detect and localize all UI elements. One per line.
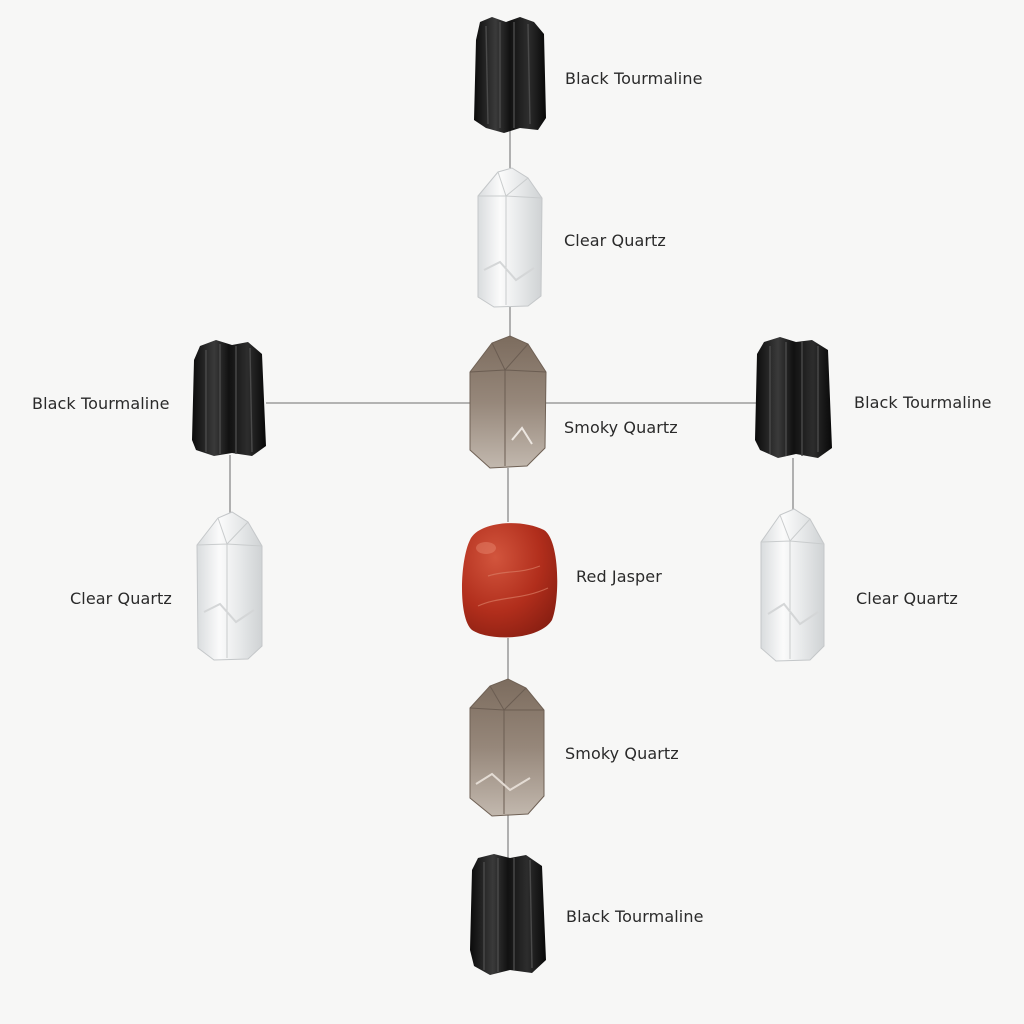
label-smoky-quartz-lower: Smoky Quartz: [565, 744, 679, 763]
black-tourmaline-bottom: [470, 854, 546, 975]
black-tourmaline-right: [755, 337, 832, 458]
red-jasper-center: [462, 523, 558, 638]
label-black-tourmaline-right: Black Tourmaline: [854, 393, 992, 412]
smoky-quartz-center: [469, 335, 547, 469]
label-black-tourmaline-bottom: Black Tourmaline: [566, 907, 704, 926]
black-tourmaline-left: [192, 340, 266, 456]
black-tourmaline-top: [474, 17, 546, 133]
label-clear-quartz-top: Clear Quartz: [564, 231, 666, 250]
label-black-tourmaline-top: Black Tourmaline: [565, 69, 703, 88]
label-smoky-quartz-center: Smoky Quartz: [564, 418, 678, 437]
clear-quartz-right: [760, 508, 825, 662]
smoky-quartz-lower: [469, 678, 545, 817]
label-clear-quartz-left: Clear Quartz: [70, 589, 172, 608]
label-red-jasper: Red Jasper: [576, 567, 662, 586]
label-black-tourmaline-left: Black Tourmaline: [32, 394, 170, 413]
label-clear-quartz-right: Clear Quartz: [856, 589, 958, 608]
clear-quartz-left: [196, 511, 263, 661]
clear-quartz-top: [477, 167, 543, 308]
